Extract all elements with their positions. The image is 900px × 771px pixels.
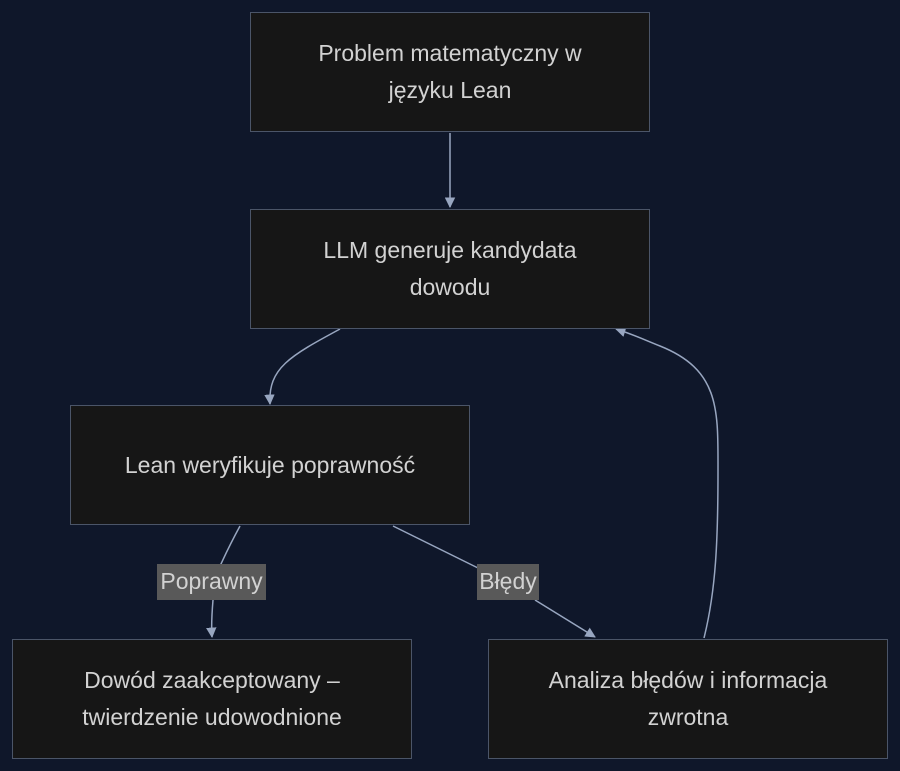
edge-analysis-to-llm xyxy=(614,326,719,639)
problem-node: Problem matematyczny w języku Lean xyxy=(250,12,650,132)
accepted-node-label: Dowód zaakceptowany – twierdzenie udowod… xyxy=(82,667,342,730)
lean-node: Lean weryfikuje poprawność xyxy=(70,405,470,525)
accepted-node: Dowód zaakceptowany – twierdzenie udowod… xyxy=(12,639,412,759)
llm-node: LLM generuje kandydata dowodu xyxy=(250,209,650,329)
edge-lean-to-analysis xyxy=(392,525,595,637)
edge-label-correct: Poprawny xyxy=(157,564,266,600)
edge-llm-to-lean xyxy=(264,328,341,406)
edge-label-errors: Błędy xyxy=(477,564,539,600)
analysis-node: Analiza błędów i informacja zwrotna xyxy=(488,639,888,759)
lean-node-label: Lean weryfikuje poprawność xyxy=(124,451,416,478)
problem-node-label: Problem matematyczny w języku Lean xyxy=(318,40,582,103)
analysis-node-label: Analiza błędów i informacja zwrotna xyxy=(548,667,828,730)
llm-node-label: LLM generuje kandydata dowodu xyxy=(323,237,577,300)
